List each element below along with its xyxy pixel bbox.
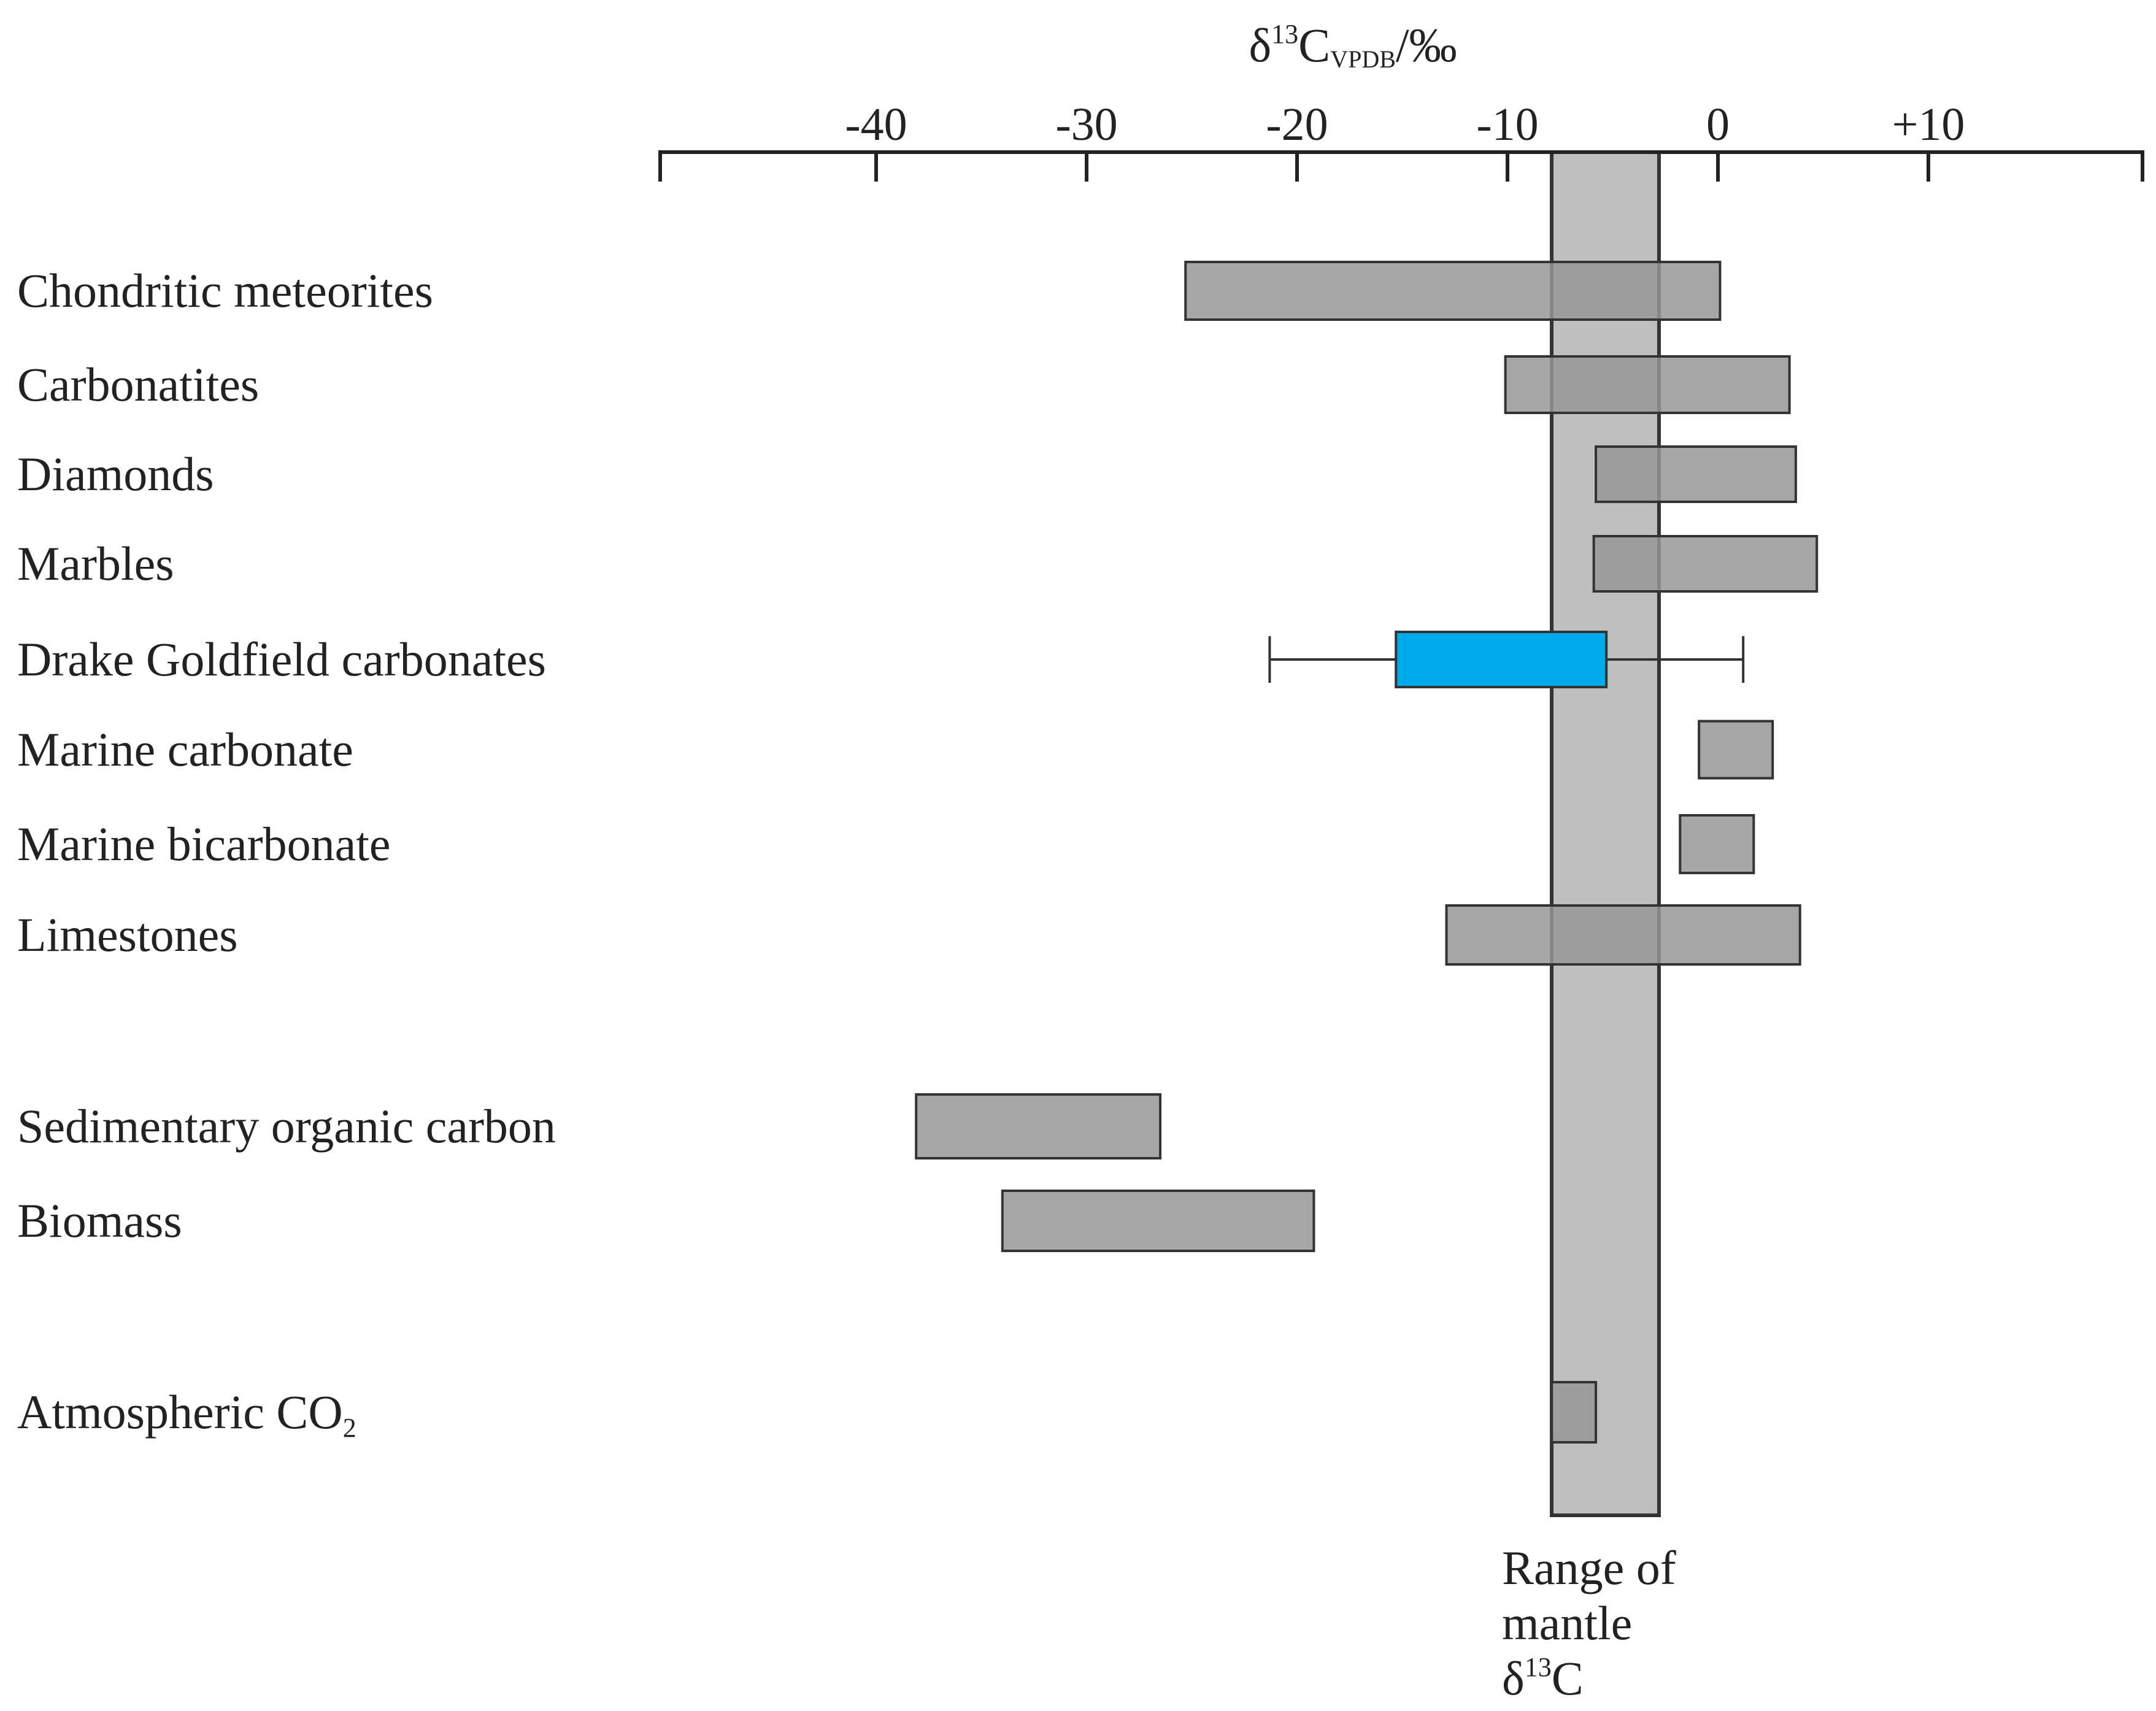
x-tick-label: -10 [1476,99,1538,150]
x-tick-label: 0 [1706,99,1730,150]
category-label: Sedimentary organic carbon [17,1099,556,1153]
category-label: Limestones [17,908,238,961]
range-bar [1504,355,1791,414]
axis-title-base: C [1298,18,1330,72]
x-axis: -40 -30 -20 -10 0 +10 [658,99,2144,182]
category-label-text: Atmospheric CO [17,1385,343,1439]
category-labels: Chondritic meteoritesCarbonatitesDiamond… [17,264,556,1443]
range-bar [1698,720,1774,780]
category-label-text: Drake Goldfield carbonates [17,632,546,686]
mantle-label-base: C [1552,1651,1584,1705]
category-label-text: Diamonds [17,447,214,501]
axis-title: δ13CVPDB/‰ [1249,18,1457,73]
axis-title-delta: δ [1249,18,1271,72]
mantle-label-line-1: Range of [1502,1541,1676,1594]
mantle-label-sup: 13 [1525,1652,1552,1682]
mantle-label-line-3: δ13C [1502,1651,1584,1705]
x-tick-label: -40 [845,99,907,150]
axis-title-unit: /‰ [1396,18,1457,72]
category-label-text: Limestones [17,908,238,961]
category-label: Carbonatites [17,358,259,411]
category-label: Marine carbonate [17,723,353,776]
category-label: Atmospheric CO2 [17,1385,356,1443]
range-bar [1595,445,1797,503]
range-bar [1184,261,1722,321]
category-label-text: Marine bicarbonate [17,817,391,871]
category-label: Diamonds [17,447,214,501]
category-label-text: Marine carbonate [17,723,353,776]
x-tick-label: -30 [1055,99,1117,150]
category-label-text: Marbles [17,537,174,590]
category-label: Biomass [17,1194,182,1247]
mantle-label-line-2: mantle [1502,1596,1632,1650]
category-label: Drake Goldfield carbonates [17,632,546,686]
category-label-text: Biomass [17,1194,182,1247]
category-label-text: Carbonatites [17,358,259,411]
category-label-subscript: 2 [343,1413,356,1443]
mantle-label-delta: δ [1502,1651,1525,1705]
category-label: Marbles [17,537,174,590]
category-label-text: Sedimentary organic carbon [17,1099,556,1153]
range-bars [915,261,1819,1444]
x-tick-label: -20 [1266,99,1328,150]
range-bar [1592,535,1819,593]
range-bar [1550,1381,1598,1444]
range-bar [1445,904,1801,966]
category-label-text: Chondritic meteorites [17,264,433,317]
range-bar [1001,1190,1315,1252]
category-label: Marine bicarbonate [17,817,391,871]
range-bar [1679,814,1755,874]
category-label: Chondritic meteorites [17,264,433,317]
x-tick-label: +10 [1892,99,1965,150]
range-bar [915,1093,1162,1159]
axis-title-sup: 13 [1271,19,1298,49]
range-bar [1395,631,1608,688]
axis-title-sub: VPDB [1330,45,1396,73]
